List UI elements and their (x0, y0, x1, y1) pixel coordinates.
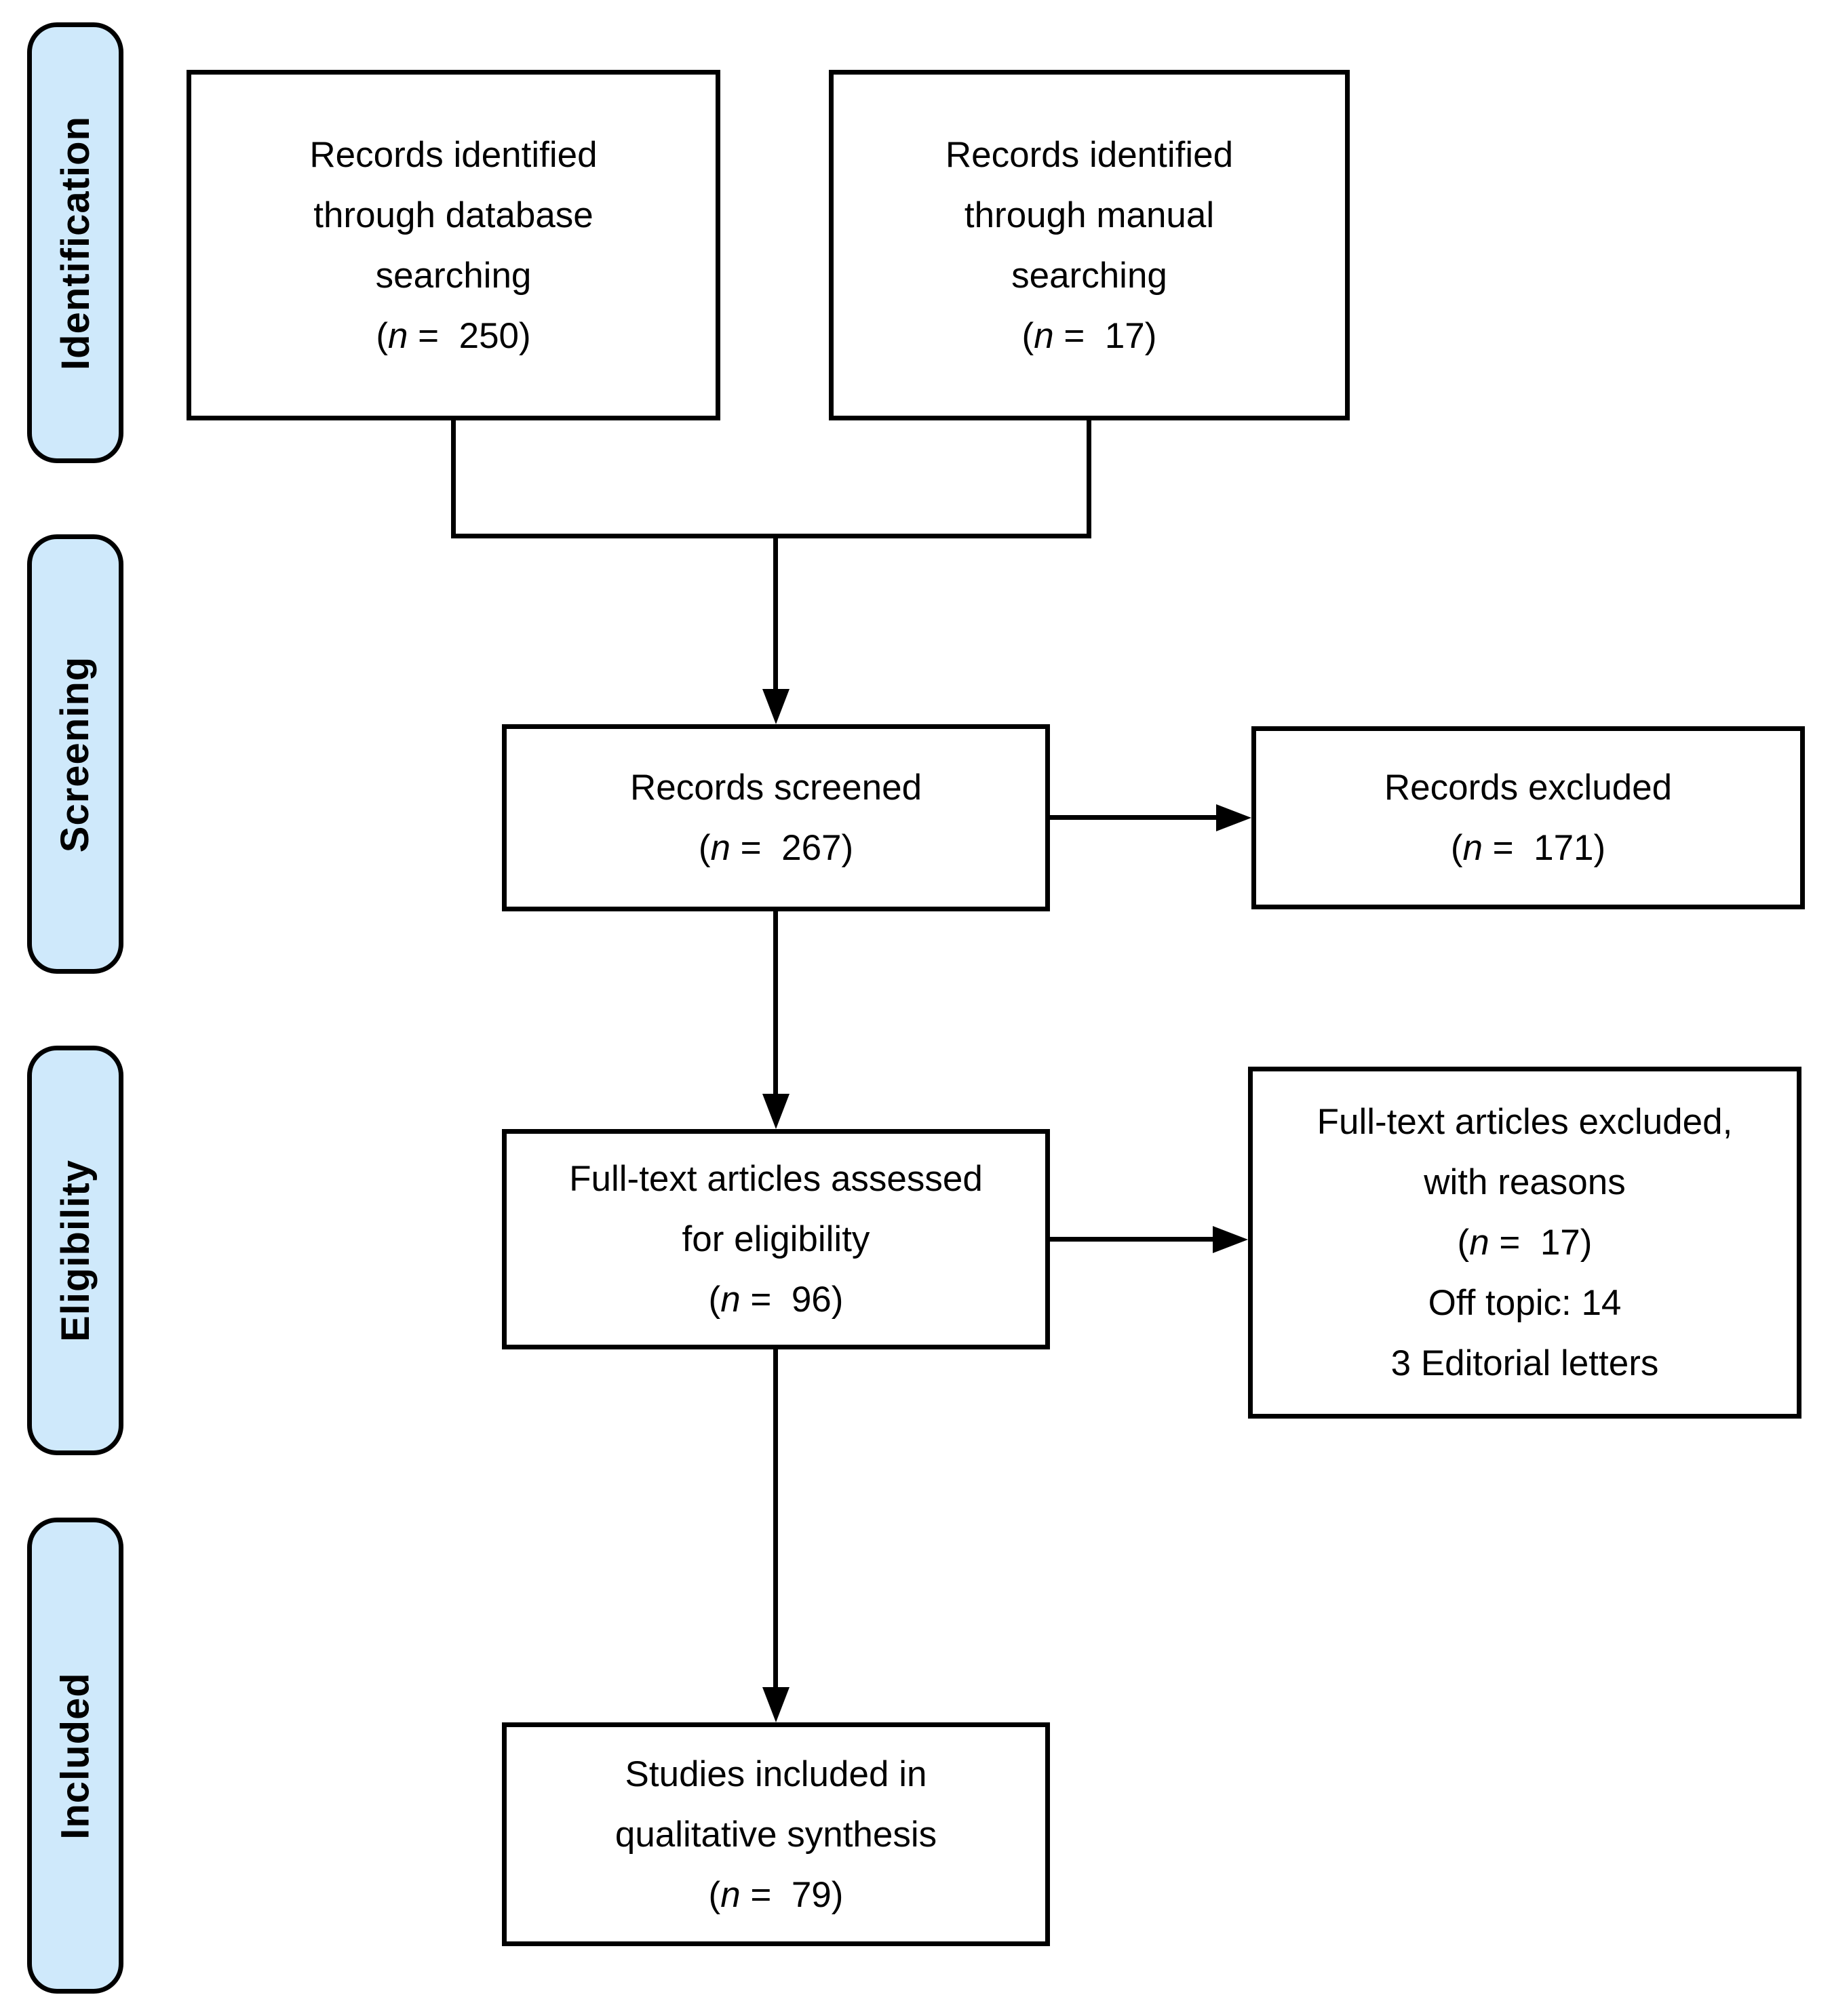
n-value: 267 (781, 828, 842, 868)
equals-sign: = (1482, 828, 1534, 868)
n-symbol: n (710, 828, 730, 868)
box-records-identified-manual: Records identified through manual search… (829, 70, 1350, 420)
paren-open: ( (708, 1874, 721, 1915)
box-text-line: Studies included in (625, 1754, 927, 1794)
box-records-identified-database: Records identified through database sear… (187, 70, 720, 420)
stage-label-included: Included (27, 1518, 123, 1994)
stage-label-identification: Identification (27, 22, 123, 463)
box-text-line: with reasons (1424, 1162, 1626, 1202)
box-text-line: 3 Editorial letters (1390, 1343, 1659, 1383)
box-n-line: (n = 171) (1451, 818, 1605, 878)
n-symbol: n (720, 1874, 741, 1915)
n-symbol: n (1034, 315, 1054, 356)
paren-open: ( (708, 1280, 721, 1320)
box-fulltext-excluded: Full-text articles excluded, with reason… (1248, 1067, 1801, 1419)
n-value: 17 (1540, 1223, 1580, 1263)
box-text-line: Off topic: 14 (1428, 1283, 1622, 1323)
box-records-excluded: Records excluded (n = 171) (1251, 726, 1805, 909)
box-text-line: Records screened (629, 768, 922, 808)
equals-sign: = (740, 1280, 792, 1320)
paren-open: ( (1450, 828, 1463, 868)
box-n-line: (n = 267) (699, 818, 853, 878)
box-text-line: Full-text articles assessed (569, 1159, 983, 1199)
box-text-line: through database (313, 195, 593, 235)
stage-label-eligibility: Eligibility (27, 1046, 123, 1455)
n-symbol: n (1469, 1223, 1489, 1263)
paren-close: ) (1593, 828, 1606, 868)
stage-label-screening: Screening (27, 534, 123, 974)
box-text-line: searching (375, 255, 532, 296)
box-n-line: (n = 79) (709, 1865, 844, 1925)
equals-sign: = (1053, 315, 1105, 356)
box-n-line: (n = 17) (1458, 1212, 1593, 1273)
n-value: 250 (459, 315, 520, 356)
paren-close: ) (831, 1280, 844, 1320)
arrowhead-to-fulltext-excluded (1213, 1226, 1248, 1253)
connector-to-included (773, 1349, 778, 1690)
arrowhead-to-screened (762, 689, 790, 724)
box-fulltext-assessed: Full-text articles assessed for eligibil… (502, 1129, 1050, 1349)
connector-stub-database (451, 420, 456, 536)
connector-to-screened (773, 534, 778, 694)
stage-label-screening-text: Screening (53, 656, 98, 852)
box-text-line: Full-text articles excluded, (1317, 1102, 1733, 1142)
box-n-line: (n = 17) (1022, 306, 1157, 366)
n-value: 17 (1104, 315, 1145, 356)
stage-label-identification-text: Identification (53, 115, 98, 370)
equals-sign: = (408, 315, 459, 356)
box-n-line: (n = 250) (376, 306, 530, 366)
connector-to-fulltext (773, 911, 778, 1099)
box-n-line: (n = 96) (709, 1269, 844, 1330)
arrowhead-to-excluded (1216, 804, 1251, 831)
paren-close: ) (519, 315, 531, 356)
equals-sign: = (740, 1874, 792, 1915)
box-text-line: qualitative synthesis (615, 1814, 937, 1855)
stage-label-included-text: Included (53, 1672, 98, 1840)
n-symbol: n (1462, 828, 1483, 868)
connector-stub-manual (1087, 420, 1091, 536)
paren-close: ) (831, 1874, 844, 1915)
paren-close: ) (1580, 1223, 1593, 1263)
n-value: 96 (791, 1280, 832, 1320)
connector-to-excluded (1050, 815, 1220, 820)
paren-close: ) (1144, 315, 1157, 356)
box-text-line: Records identified (945, 134, 1234, 175)
n-value: 79 (791, 1874, 832, 1915)
box-text-line: Records excluded (1384, 768, 1673, 808)
box-text-line: for eligibility (682, 1219, 870, 1259)
paren-open: ( (1021, 315, 1034, 356)
box-records-screened: Records screened (n = 267) (502, 724, 1050, 911)
paren-close: ) (841, 828, 854, 868)
paren-open: ( (698, 828, 711, 868)
n-symbol: n (387, 315, 408, 356)
n-value: 171 (1534, 828, 1594, 868)
box-studies-included: Studies included in qualitative synthesi… (502, 1722, 1050, 1946)
equals-sign: = (1489, 1223, 1540, 1263)
box-text-line: Records identified (309, 134, 598, 175)
box-text-line: through manual (964, 195, 1215, 235)
equals-sign: = (730, 828, 782, 868)
paren-open: ( (376, 315, 388, 356)
paren-open: ( (1457, 1223, 1470, 1263)
connector-merge-horizontal (451, 534, 1091, 538)
n-symbol: n (720, 1280, 741, 1320)
stage-label-eligibility-text: Eligibility (53, 1159, 98, 1342)
box-text-line: searching (1011, 255, 1167, 296)
connector-to-fulltext-excluded (1050, 1237, 1216, 1242)
arrowhead-to-fulltext (762, 1094, 790, 1129)
arrowhead-to-included (762, 1687, 790, 1722)
